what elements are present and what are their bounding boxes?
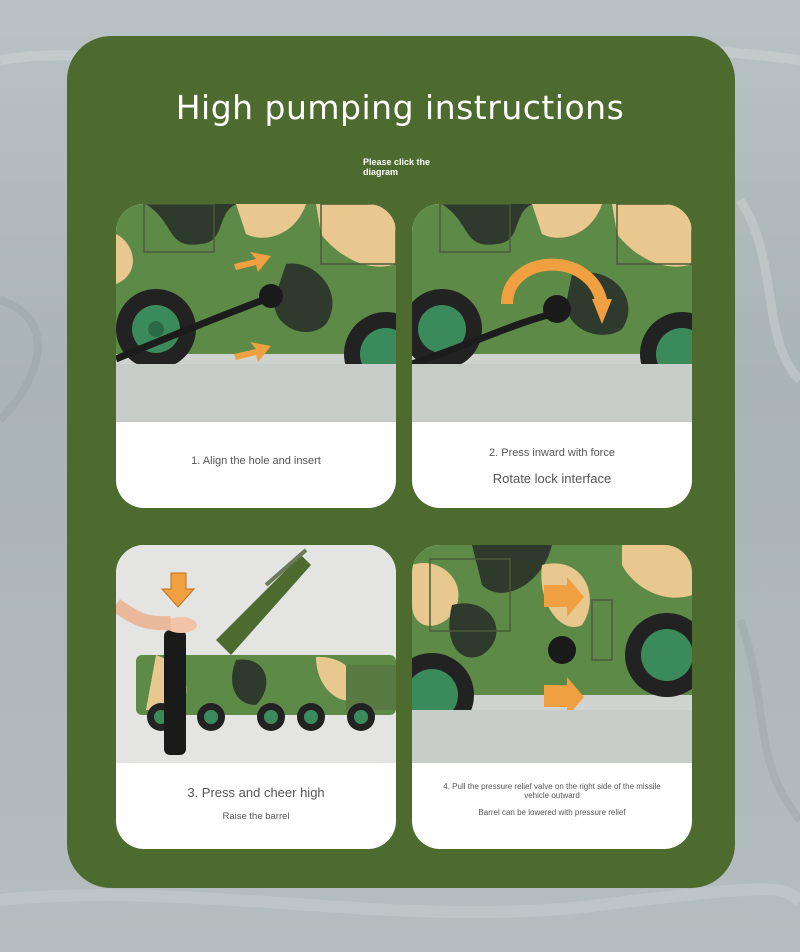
step-4-caption: 4. Pull the pressure relief valve on the… [443,782,661,800]
step-1-card[interactable]: 1. Align the hole and insert [116,204,396,508]
step-2-photo[interactable] [412,204,692,422]
step-4-photo[interactable] [412,545,692,763]
step-2-caption: 2. Press inward with force [489,447,615,459]
step-2-card[interactable]: 2. Press inward with force Rotate lock i… [412,204,692,508]
step-3-photo[interactable] [116,545,396,763]
step-4-card[interactable]: 4. Pull the pressure relief valve on the… [412,545,692,849]
click-hint: Please click the diagram [363,157,431,177]
step-3-caption: 3. Press and cheer high [187,785,325,800]
step-3-card[interactable]: 3. Press and cheer high Raise the barrel [116,545,396,849]
step-1-photo[interactable] [116,204,396,422]
step-2-subcaption: Rotate lock interface [492,471,612,486]
page-title: High pumping instructions [175,88,625,127]
step-1-caption: 1. Align the hole and insert [191,455,321,467]
step-4-subcaption: Barrel can be lowered with pressure reli… [478,808,626,817]
step-3-subcaption: Raise the barrel [222,811,290,822]
